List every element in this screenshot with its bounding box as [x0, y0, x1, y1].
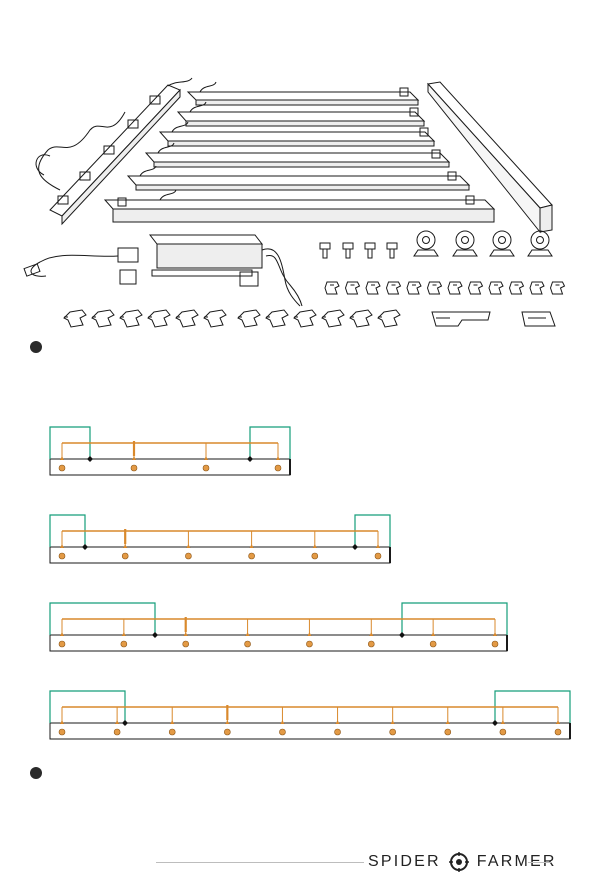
frame-rail [50, 723, 570, 739]
light-arrow [225, 720, 229, 724]
light-mount-dot [306, 641, 312, 647]
light-mount-dot [249, 553, 255, 559]
footer-divider-right [528, 862, 552, 863]
section-bullet-2 [30, 767, 42, 779]
light-mount-dot [59, 553, 65, 559]
layout-diagram-8 [50, 603, 507, 651]
light-mount-dot [114, 729, 120, 735]
light-mount-dot [122, 553, 128, 559]
light-mount-dot [245, 641, 251, 647]
light-mount-dot [275, 465, 281, 471]
light-arrow [246, 632, 250, 636]
light-arrow [391, 720, 395, 724]
light-mount-dot [555, 729, 561, 735]
light-arrow [431, 632, 435, 636]
footer-divider-left [156, 862, 364, 863]
light-mount-dot [203, 465, 209, 471]
light-mount-dot [375, 553, 381, 559]
light-mount-dot [131, 465, 137, 471]
light-arrow [60, 720, 64, 724]
light-arrow [556, 720, 560, 724]
frame-rail [50, 635, 507, 651]
light-arrow [204, 456, 208, 460]
light-arrow [184, 632, 188, 636]
light-mount-dot [59, 729, 65, 735]
light-mount-dot [500, 729, 506, 735]
light-arrow [186, 544, 190, 548]
light-mount-dot [279, 729, 285, 735]
light-mount-dot [224, 729, 230, 735]
spider-farmer-logo-icon [448, 851, 470, 873]
light-arrow [446, 720, 450, 724]
light-arrow [280, 720, 284, 724]
light-arrow [493, 632, 497, 636]
frame-rail [50, 547, 390, 563]
light-arrow [115, 720, 119, 724]
light-arrow [122, 632, 126, 636]
light-mount-dot [430, 641, 436, 647]
light-mount-dot [335, 729, 341, 735]
light-arrow [170, 720, 174, 724]
light-bar-layout-diagrams [0, 0, 595, 760]
light-arrow [60, 456, 64, 460]
light-arrow [132, 456, 136, 460]
light-arrow [501, 720, 505, 724]
light-arrow [123, 544, 127, 548]
light-arrow [313, 544, 317, 548]
light-mount-dot [59, 641, 65, 647]
light-mount-dot [445, 729, 451, 735]
layout-diagram-4 [50, 427, 290, 475]
light-arrow [336, 720, 340, 724]
light-mount-dot [121, 641, 127, 647]
brand-word-left: SPIDER [368, 853, 441, 871]
light-arrow [376, 544, 380, 548]
light-arrow [60, 632, 64, 636]
light-arrow [276, 456, 280, 460]
light-arrow [307, 632, 311, 636]
light-arrow [369, 632, 373, 636]
light-mount-dot [183, 641, 189, 647]
light-arrow [60, 544, 64, 548]
light-mount-dot [312, 553, 318, 559]
light-mount-dot [492, 641, 498, 647]
light-mount-dot [185, 553, 191, 559]
light-arrow [250, 544, 254, 548]
layout-diagram-6 [50, 515, 390, 563]
light-mount-dot [59, 465, 65, 471]
frame-rail [50, 459, 290, 475]
light-mount-dot [368, 641, 374, 647]
light-mount-dot [169, 729, 175, 735]
layout-diagram-10 [50, 691, 570, 739]
light-mount-dot [390, 729, 396, 735]
